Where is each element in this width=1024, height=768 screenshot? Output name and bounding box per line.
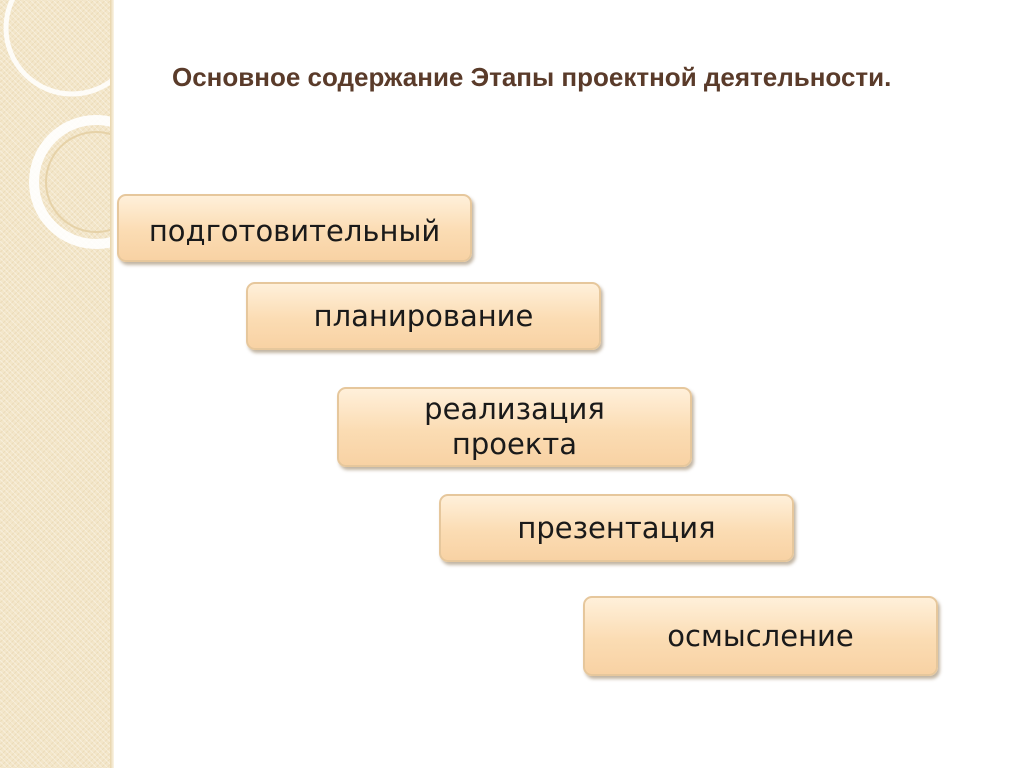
- decorative-rings-icon: [3, 0, 113, 249]
- stage-label: планирование: [313, 298, 534, 333]
- slide-title: Основное содержание Этапы проектной деят…: [172, 62, 892, 92]
- stage-box-reflection: осмысление: [583, 596, 938, 676]
- stage-box-implementation: реализация проекта: [337, 387, 692, 467]
- stage-label: презентация: [517, 510, 716, 545]
- stage-label: подготовительный: [148, 213, 441, 248]
- stage-label: осмысление: [667, 618, 854, 653]
- side-panel-edge: [110, 0, 114, 768]
- decorative-side-panel: [0, 0, 113, 768]
- stage-box-presentation: презентация: [439, 494, 794, 562]
- stage-label: реализация проекта: [424, 392, 605, 461]
- stage-box-planning: планирование: [246, 282, 601, 350]
- stage-box-preparatory: подготовительный: [117, 194, 472, 262]
